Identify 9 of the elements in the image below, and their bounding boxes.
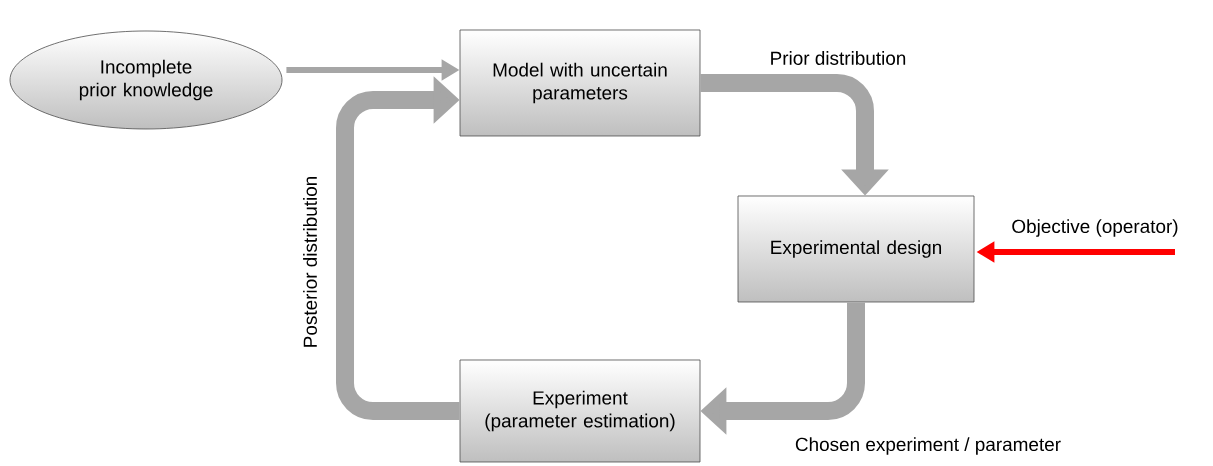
edge-label: Objective (operator): [1012, 219, 1178, 237]
edge-label: Posterior distribution: [303, 177, 317, 347]
process-box: Experimental design: [737, 195, 975, 303]
edge-label: Prior distribution: [771, 51, 906, 65]
ellipse-node: Incomplete prior knowledge: [9, 30, 283, 130]
edge-label: Chosen experiment / parameter: [795, 437, 1061, 455]
process-box: Experiment (parameter estimation): [459, 359, 701, 463]
arrow: [336, 76, 460, 420]
process-box: Model with uncertain parameters: [459, 29, 701, 137]
